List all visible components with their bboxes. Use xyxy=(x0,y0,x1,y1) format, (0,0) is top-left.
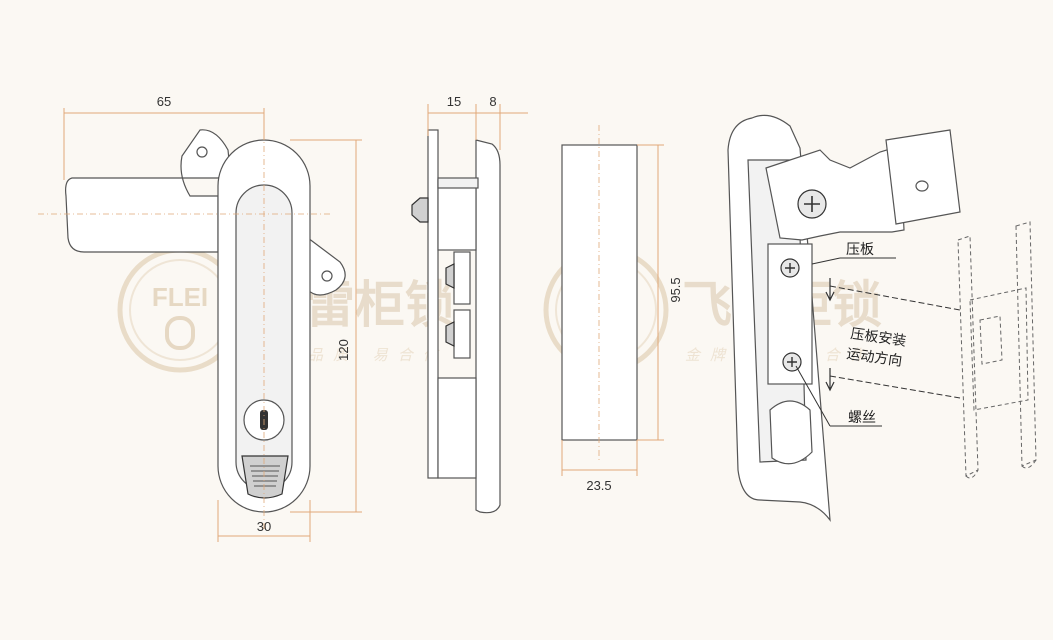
panel-cutout xyxy=(561,144,638,441)
leader-line-pressure-plate xyxy=(811,257,841,265)
dimension-label-cutout-width: 23.5 xyxy=(586,478,611,493)
push-button xyxy=(241,455,289,499)
rear-cylinder xyxy=(769,400,813,465)
cam-plate xyxy=(885,129,961,225)
dimension-label-bottom: 30 xyxy=(257,519,271,534)
side-view: 15 8 xyxy=(411,94,528,514)
motion-guide-lower xyxy=(829,375,961,399)
body-block-lower xyxy=(437,377,477,479)
cam-nut xyxy=(411,197,429,223)
leader-line-screw xyxy=(795,365,831,427)
dimension-label-depth-a: 15 xyxy=(447,94,461,109)
pressure-plate-side-lower xyxy=(453,309,471,359)
isometric-view: 压板 压板安装 运动方向 螺丝 xyxy=(727,114,1037,523)
dimension-label-depth-b: 8 xyxy=(489,94,496,109)
cam-bracket xyxy=(765,145,905,241)
lock-face-profile xyxy=(475,139,501,514)
annotation-install-direction-line1: 压板安装 xyxy=(849,326,907,350)
dimension-label-cutout-height: 95.5 xyxy=(668,277,683,302)
dimension-label-width: 65 xyxy=(157,94,171,109)
body-block-upper xyxy=(437,179,477,251)
mounting-panel xyxy=(427,129,439,479)
annotation-screw: 螺丝 xyxy=(848,410,876,426)
pressure-plate-side xyxy=(453,251,471,305)
motion-arrow-upper xyxy=(825,278,835,302)
front-view: 65 120 30 xyxy=(38,94,362,542)
motion-guide-upper xyxy=(829,285,961,311)
screw-head-upper xyxy=(445,263,455,289)
ghost-pressure-plate xyxy=(957,221,1037,479)
motion-arrow-lower xyxy=(825,368,835,392)
annotation-install-direction-line2: 运动方向 xyxy=(845,346,903,370)
watermark-seal-keyhole xyxy=(165,316,195,350)
cutout-view: 95.5 23.5 xyxy=(561,125,683,493)
watermark-logo-text: FLEI xyxy=(152,282,208,312)
dimension-label-height: 120 xyxy=(336,339,351,361)
mounting-hole xyxy=(196,146,208,158)
handle-lever xyxy=(65,129,231,253)
mounting-hole xyxy=(321,270,333,282)
body-flange xyxy=(437,177,479,189)
cam-hole xyxy=(915,180,929,192)
screw-head-lower xyxy=(445,321,455,347)
screw-cross xyxy=(804,196,820,212)
annotation-pressure-plate: 压板 xyxy=(846,242,874,258)
